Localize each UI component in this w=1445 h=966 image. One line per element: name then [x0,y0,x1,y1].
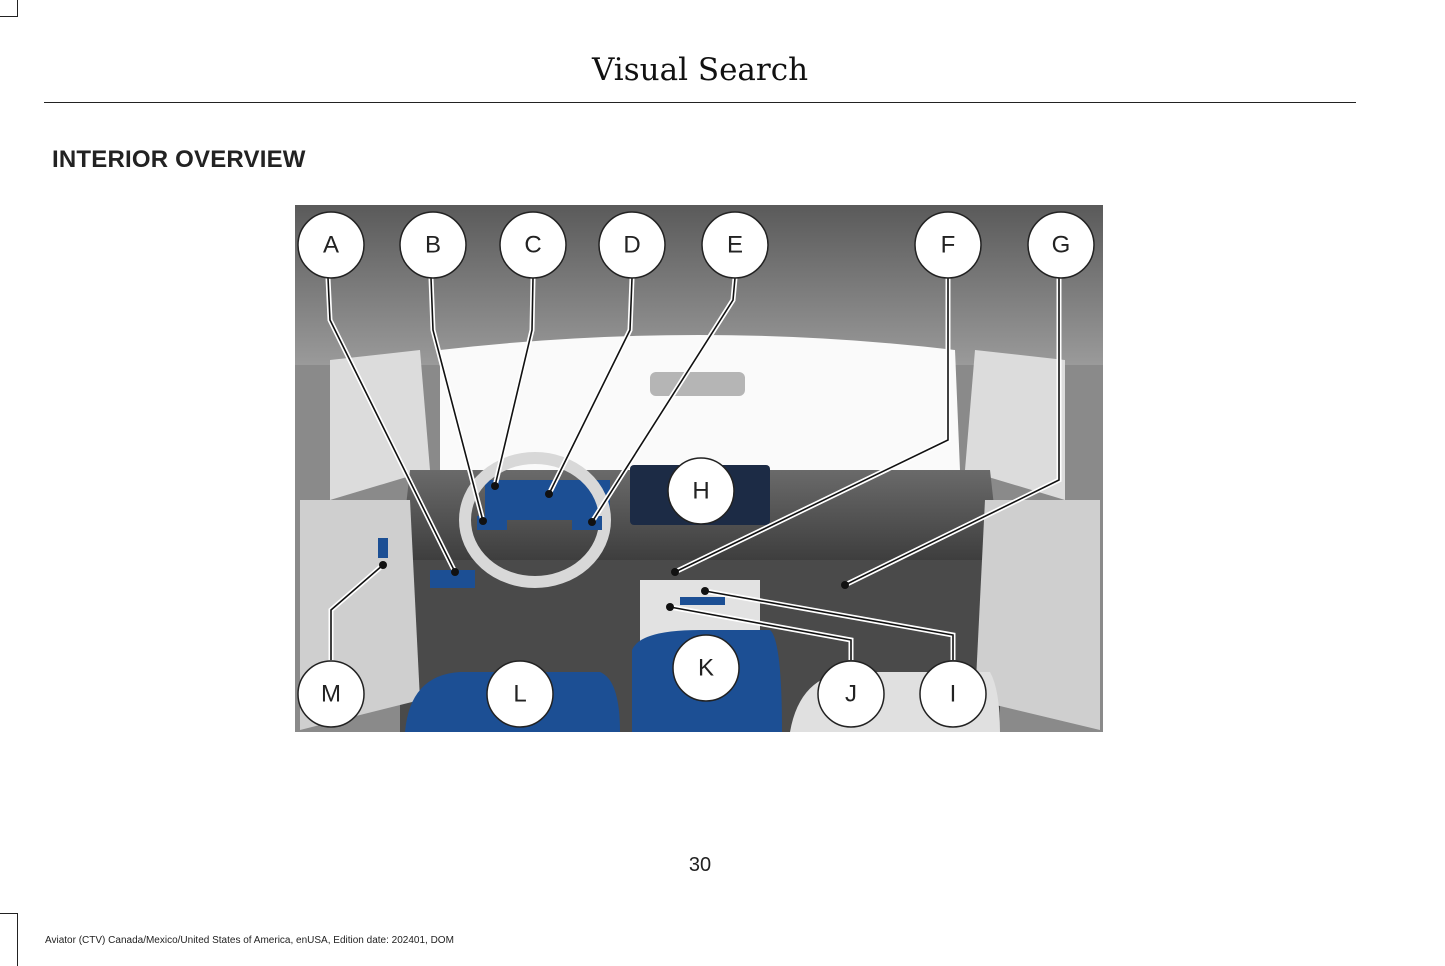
crop-mark [0,913,18,914]
callout-label: M [321,681,341,708]
callout-l: L [486,660,554,728]
callout-circle [486,660,554,728]
section-heading: INTERIOR OVERVIEW [52,146,306,173]
callout-circle [1027,211,1095,279]
callout-e: E [701,211,769,279]
callout-d: D [598,211,666,279]
callout-label: F [941,232,956,259]
windshield [440,335,960,470]
callout-label: K [698,655,714,682]
callout-label: E [727,232,743,259]
callout-circle [297,660,365,728]
callout-circle [297,211,365,279]
callout-label: L [513,681,526,708]
crop-mark [17,0,18,17]
steering-wheel [459,452,611,588]
callout-label: H [692,478,709,505]
callout-j: J [817,660,885,728]
callout-circle [672,634,740,702]
callout-label: G [1052,232,1071,259]
footer-text: Aviator (CTV) Canada/Mexico/United State… [45,935,454,946]
callout-f: F [914,211,982,279]
callout-circle [399,211,467,279]
callout-circle [919,660,987,728]
crop-mark [17,913,18,966]
callout-circle [817,660,885,728]
callout-label: I [950,681,957,708]
callout-label: B [425,232,441,259]
callout-i: I [919,660,987,728]
crop-mark [0,16,18,17]
callout-c: C [499,211,567,279]
callout-h: H [667,457,735,525]
callout-circle [914,211,982,279]
callout-g: G [1027,211,1095,279]
callout-circle [667,457,735,525]
callout-m: M [297,660,365,728]
callout-label: C [524,232,541,259]
page-title: Visual Search [591,52,809,88]
callout-circle [701,211,769,279]
callout-a: A [297,211,365,279]
callout-b: B [399,211,467,279]
callout-circle [598,211,666,279]
page-number: 30 [688,854,712,876]
callout-circle [499,211,567,279]
callout-label: A [323,232,339,259]
callout-k: K [672,634,740,702]
header-rule [44,102,1356,103]
callout-label: J [845,681,857,708]
callout-label: D [623,232,640,259]
